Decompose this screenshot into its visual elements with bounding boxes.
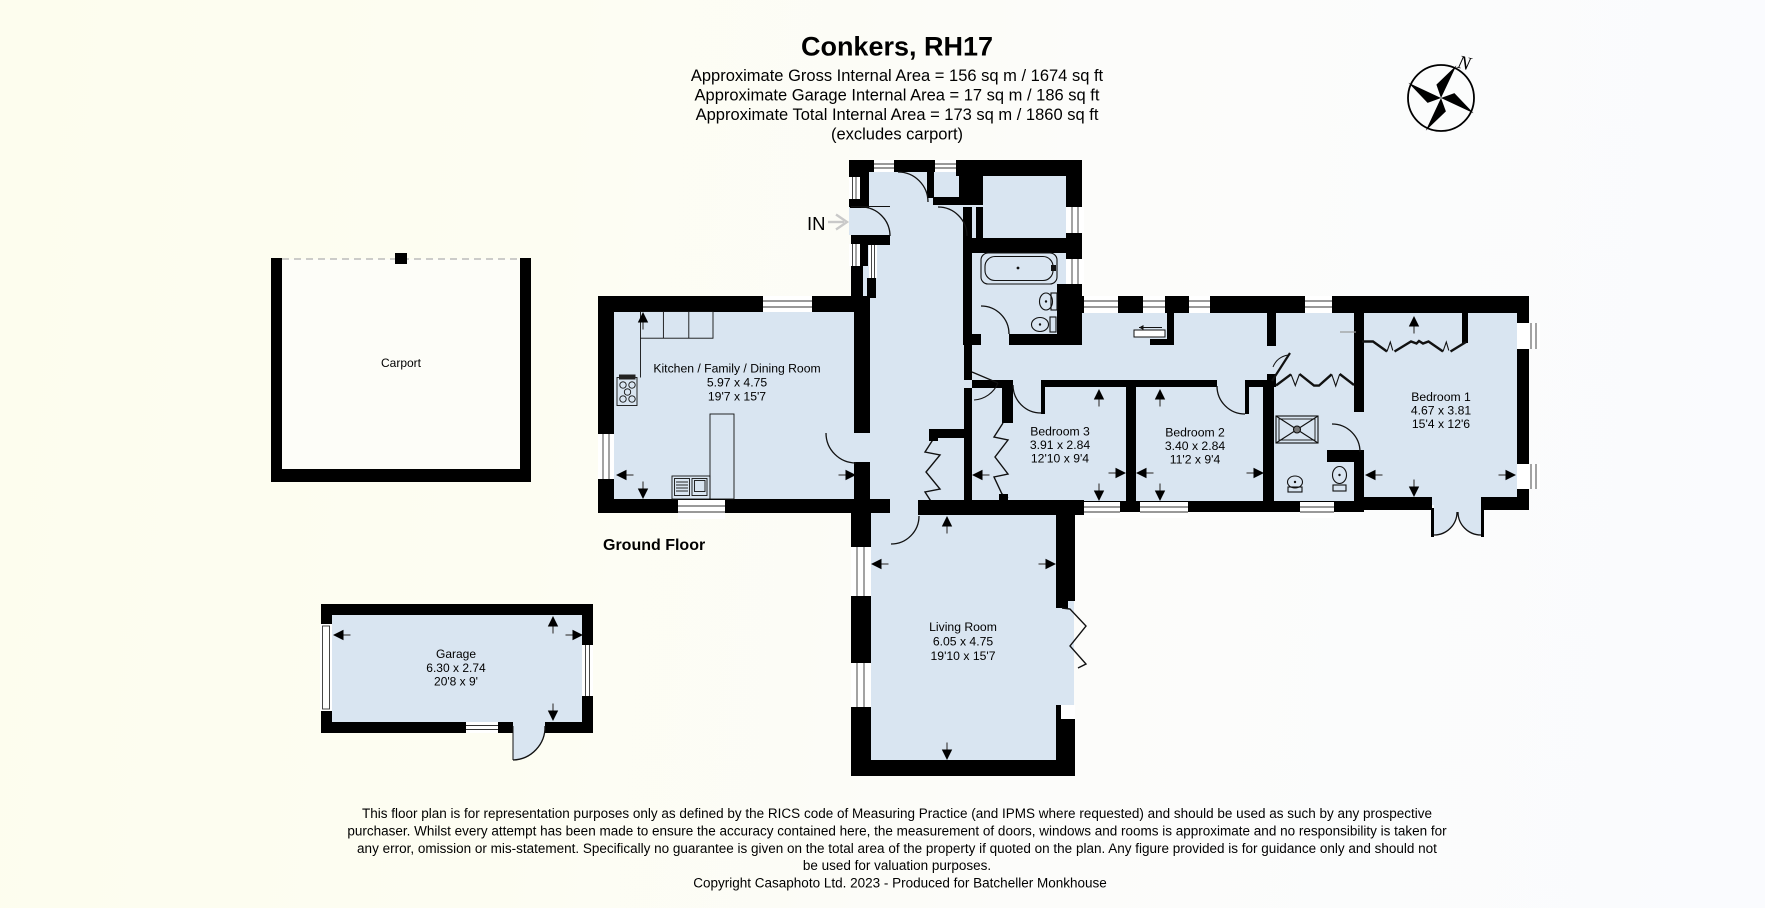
svg-text:Approximate Garage Internal Ar: Approximate Garage Internal Area = 17 sq… [695, 87, 1100, 105]
svg-text:N: N [1454, 52, 1474, 76]
svg-text:any error, omission or mis-sta: any error, omission or mis-statement. Sp… [357, 841, 1437, 856]
svg-text:Approximate Gross Internal Are: Approximate Gross Internal Area = 156 sq… [691, 67, 1104, 85]
svg-text:Garage: Garage [436, 647, 476, 661]
svg-text:6.05 x 4.75: 6.05 x 4.75 [933, 635, 994, 649]
svg-text:20'8 x 9': 20'8 x 9' [434, 675, 478, 689]
svg-text:Conkers, RH17: Conkers, RH17 [801, 32, 993, 62]
svg-text:12'10 x 9'4: 12'10 x 9'4 [1031, 452, 1089, 466]
svg-text:3.40 x 2.84: 3.40 x 2.84 [1165, 439, 1226, 453]
svg-text:5.97 x 4.75: 5.97 x 4.75 [707, 376, 768, 390]
svg-text:Bedroom 2: Bedroom 2 [1165, 426, 1225, 440]
svg-text:be used for valuation purposes: be used for valuation purposes. [803, 858, 991, 873]
svg-text:6.30 x 2.74: 6.30 x 2.74 [426, 661, 486, 675]
svg-text:IN: IN [807, 213, 826, 234]
svg-text:Copyright Casaphoto Ltd. 2023: Copyright Casaphoto Ltd. 2023 - Produced… [693, 876, 1107, 891]
svg-text:Approximate Total Internal Are: Approximate Total Internal Area = 173 sq… [696, 106, 1099, 124]
svg-text:This floor plan is for represe: This floor plan is for representation pu… [362, 806, 1432, 821]
svg-text:4.67 x 3.81: 4.67 x 3.81 [1411, 404, 1472, 418]
svg-text:15'4 x 12'6: 15'4 x 12'6 [1412, 417, 1470, 431]
svg-text:11'2 x 9'4: 11'2 x 9'4 [1170, 453, 1221, 467]
svg-text:purchaser. Whilst every attemp: purchaser. Whilst every attempt has been… [347, 823, 1447, 838]
svg-text:(excludes carport): (excludes carport) [831, 125, 963, 143]
svg-text:3.91 x 2.84: 3.91 x 2.84 [1030, 438, 1091, 452]
svg-text:Living Room: Living Room [929, 620, 997, 634]
svg-text:Ground Floor: Ground Floor [603, 537, 705, 554]
svg-text:Bedroom 1: Bedroom 1 [1411, 390, 1471, 404]
svg-text:Carport: Carport [381, 356, 422, 370]
svg-text:Bedroom 3: Bedroom 3 [1030, 425, 1090, 439]
svg-text:Kitchen / Family / Dining Room: Kitchen / Family / Dining Room [653, 362, 820, 376]
svg-text:19'10 x 15'7: 19'10 x 15'7 [931, 649, 996, 663]
svg-text:19'7 x 15'7: 19'7 x 15'7 [708, 390, 766, 404]
